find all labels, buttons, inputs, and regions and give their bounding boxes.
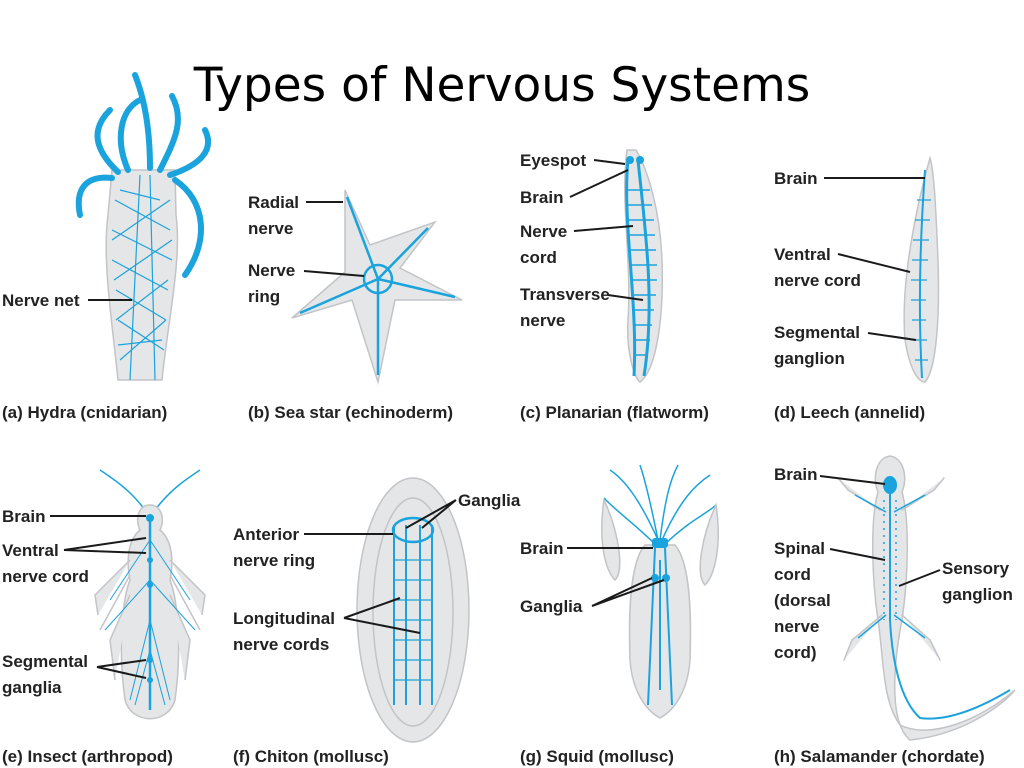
label-sensory-ganglion: ganglion — [942, 585, 1013, 604]
label-transverse: Transverse — [520, 285, 610, 304]
panel-salamander: Brain Spinal cord (dorsal nerve cord) Se… — [774, 455, 1016, 766]
panel-insect: Brain Ventral nerve cord Segmental gangl… — [2, 469, 206, 766]
panel-sea-star: Radial nerve Nerve ring (b) Sea star (ec… — [248, 189, 463, 422]
label-anterior: Anterior — [233, 525, 300, 544]
chiton-illustration — [356, 477, 470, 743]
label-ganglia-chiton: Ganglia — [458, 491, 521, 510]
label-nerve-ring-2: ring — [248, 287, 280, 306]
label-transverse-nerve: nerve — [520, 311, 565, 330]
caption-leech: (d) Leech (annelid) — [774, 403, 925, 422]
label-ventral: Ventral — [774, 245, 831, 264]
label-ventral-nerve-cord-insect: nerve cord — [2, 567, 89, 586]
label-ventral-nerve-cord: nerve cord — [774, 271, 861, 290]
label-ventral-insect: Ventral — [2, 541, 59, 560]
page-title: Types of Nervous Systems — [193, 58, 811, 113]
planarian-illustration — [624, 149, 664, 383]
label-segmental: Segmental — [774, 323, 860, 342]
label-nerve-cord-2: cord — [520, 248, 557, 267]
panel-planarian: Eyespot Brain Nerve cord Transverse nerv… — [520, 149, 709, 422]
panel-leech: Brain Ventral nerve cord Segmental gangl… — [774, 155, 940, 422]
label-brain-planarian: Brain — [520, 188, 563, 207]
caption-chiton: (f) Chiton (mollusc) — [233, 747, 389, 766]
caption-squid: (g) Squid (mollusc) — [520, 747, 674, 766]
label-radial: Radial — [248, 193, 299, 212]
label-spinal: Spinal — [774, 539, 825, 558]
label-anterior-nerve-ring: nerve ring — [233, 551, 315, 570]
leech-illustration — [903, 155, 940, 383]
label-spinal-cord: cord — [774, 565, 811, 584]
label-longitudinal-nerve-cords: nerve cords — [233, 635, 329, 654]
label-eyespot: Eyespot — [520, 151, 586, 170]
label-sensory: Sensory — [942, 559, 1010, 578]
caption-insect: (e) Insect (arthropod) — [2, 747, 173, 766]
hydra-illustration — [75, 72, 212, 381]
squid-illustration — [601, 464, 719, 719]
label-dorsal-nerve-cord: cord) — [774, 643, 817, 662]
label-nerve-net: Nerve net — [2, 291, 80, 310]
label-segmental-ganglia: ganglia — [2, 678, 62, 697]
insect-illustration — [94, 469, 206, 720]
label-nerve-cord-1: Nerve — [520, 222, 567, 241]
sea-star-illustration — [291, 189, 463, 385]
label-longitudinal: Longitudinal — [233, 609, 335, 628]
label-nerve-ring-1: Nerve — [248, 261, 295, 280]
caption-hydra: (a) Hydra (cnidarian) — [2, 403, 167, 422]
label-dorsal-nerve: nerve — [774, 617, 819, 636]
label-brain-insect: Brain — [2, 507, 45, 526]
label-brain-leech: Brain — [774, 169, 817, 188]
label-brain-salamander: Brain — [774, 465, 817, 484]
salamander-illustration — [837, 455, 1016, 741]
panel-hydra: Nerve net (a) Hydra (cnidarian) — [2, 72, 212, 422]
label-ganglia-squid: Ganglia — [520, 597, 583, 616]
label-dorsal: (dorsal — [774, 591, 831, 610]
caption-sea-star: (b) Sea star (echinoderm) — [248, 403, 453, 422]
panel-squid: Brain Ganglia (g) Squid (mollusc) — [520, 464, 719, 766]
panel-chiton: Ganglia Anterior nerve ring Longitudinal… — [233, 477, 521, 766]
label-radial-nerve: nerve — [248, 219, 293, 238]
caption-salamander: (h) Salamander (chordate) — [774, 747, 985, 766]
label-segmental-ganglion: ganglion — [774, 349, 845, 368]
label-brain-squid: Brain — [520, 539, 563, 558]
label-segmental-insect: Segmental — [2, 652, 88, 671]
caption-planarian: (c) Planarian (flatworm) — [520, 403, 709, 422]
